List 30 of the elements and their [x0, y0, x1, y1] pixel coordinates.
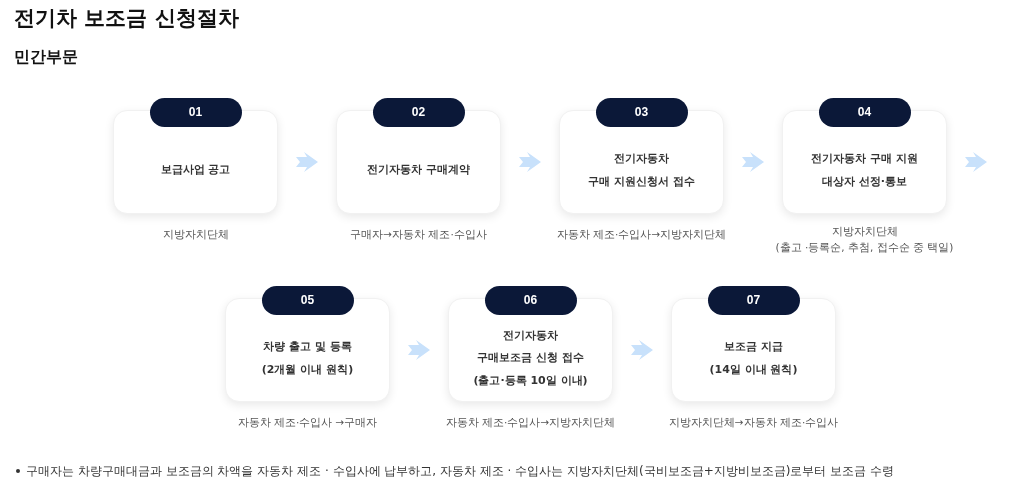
step-number-badge: 07 — [707, 286, 800, 315]
title: 전기차 보조금 신청절차 — [14, 5, 239, 32]
node-label: 자동차 제조·수입사→지방자치단체 — [445, 415, 616, 430]
step-number-badge: 05 — [261, 286, 354, 315]
step-number-badge: 06 — [484, 286, 577, 315]
chevron-arrow — [965, 152, 987, 172]
step-number-badge: 01 — [149, 98, 242, 127]
node-label: 구매자→자동차 제조·수입사 — [350, 227, 487, 242]
step-text: 전기자동차 구매보조금 신청 접수 (출고·등록 10일 이내) — [473, 327, 588, 389]
node-label: 지방자치단체→자동차 제조·수입사 — [668, 415, 839, 430]
step-text: 전기자동차 구매 지원신청서 접수 — [588, 151, 695, 190]
subtitle: 민간부문 — [14, 46, 78, 68]
chevron-arrow — [408, 340, 430, 360]
node-label: 지방자치단체 — [162, 227, 229, 242]
node-label: 자동차 제조·수입사→지방자치단체 — [556, 227, 727, 242]
step-text: 전기자동차 구매 지원 대상자 선정·통보 — [811, 151, 918, 190]
step-number-badge: 04 — [818, 98, 911, 127]
node-label: 자동차 제조·수입사 →구매자 — [237, 415, 378, 430]
note-text: 구매자는 차량구매대금과 보조금의 차액을 자동차 제조 · 수입사에 납부하고, 자동차 제조 · 수입사는 지방자치단체(국비보조금+지방비보조금)로부터 보조금 수령 — [26, 463, 895, 480]
step-number-badge: 03 — [595, 98, 688, 127]
chevron-arrow — [742, 152, 764, 172]
step-text: 차량 출고 및 등록 (2개월 이내 원칙) — [261, 339, 354, 378]
chevron-arrow — [631, 340, 653, 360]
step-text: 보급사업 공고 — [160, 162, 231, 179]
chevron-arrow — [519, 152, 541, 172]
step-text: 보조금 지급 (14일 이내 원칙) — [709, 339, 798, 378]
step-number-badge: 02 — [372, 98, 465, 127]
node-label: 지방자치단체 (출고 ·등록순, 추첨, 접수순 중 택일) — [775, 224, 954, 255]
chevron-arrow — [296, 152, 318, 172]
step-text: 전기자동차 구매계약 — [367, 162, 470, 179]
